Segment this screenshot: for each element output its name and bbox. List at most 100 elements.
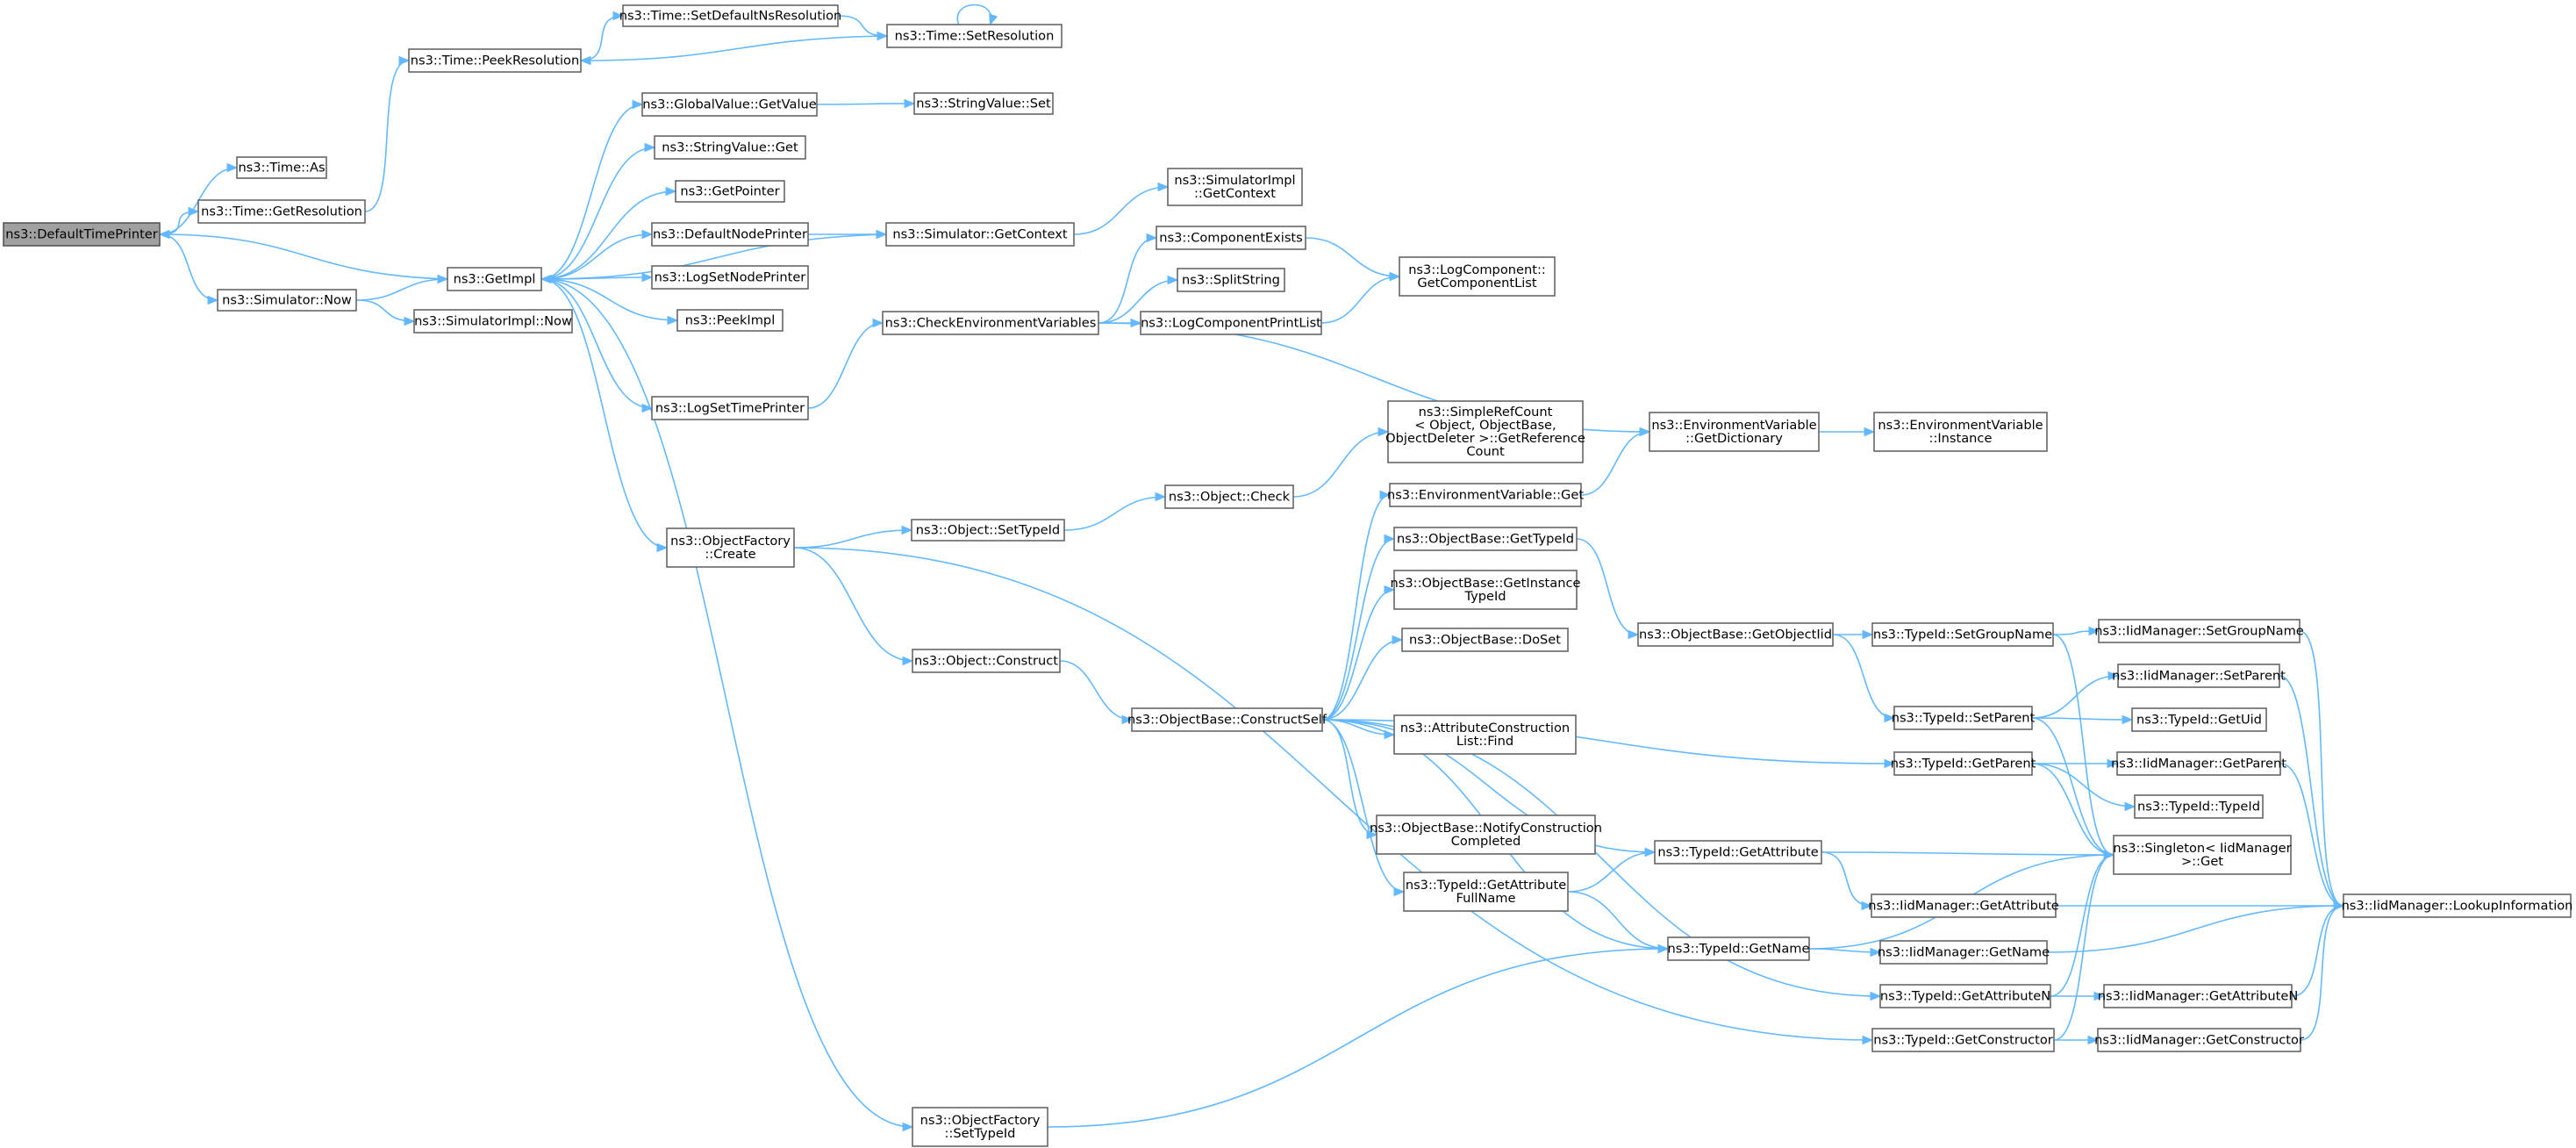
edge-line	[1821, 851, 2114, 856]
function-node[interactable]: ns3::Object::Check	[1164, 484, 1294, 509]
function-node[interactable]: ns3::EnvironmentVariable::GetDictionary	[1649, 412, 1820, 452]
function-node[interactable]: ns3::DefaultNodePrinter	[651, 222, 809, 247]
function-node[interactable]: ns3::ObjectBase::DoSet	[1401, 628, 1569, 652]
call-edge	[540, 229, 654, 280]
function-node[interactable]: ns3::LogSetTimePrinter	[651, 396, 809, 420]
node-label: ns3::TypeId::GetName	[1668, 942, 1810, 957]
function-node[interactable]: ns3::Simulator::Now	[217, 289, 357, 312]
function-node[interactable]: ns3::Time::As	[236, 156, 327, 179]
node-box	[641, 92, 818, 117]
call-edge	[540, 186, 677, 280]
node-box	[676, 309, 784, 332]
function-node[interactable]: ns3::ComponentExists	[1156, 226, 1306, 250]
function-node[interactable]: ns3::EnvironmentVariable::Instance	[1873, 412, 2048, 452]
function-node[interactable]: ns3::TypeId::GetName	[1667, 936, 1810, 961]
function-node[interactable]: ns3::IidManager::LookupInformation	[2342, 893, 2573, 918]
function-node[interactable]: ns3::CheckEnvironmentVariables	[882, 311, 1099, 335]
edge-arrowhead	[207, 295, 219, 305]
function-node[interactable]: ns3::LogComponentPrintList	[1140, 311, 1322, 335]
function-node[interactable]: ns3::PeekImpl	[676, 309, 784, 332]
call-edge	[1098, 233, 1158, 324]
function-node[interactable]: ns3::Singleton< IidManager>::Get	[2113, 835, 2292, 875]
function-node[interactable]: ns3::LogSetNodePrinter	[651, 265, 809, 290]
function-node[interactable]: ns3::IidManager::GetConstructor	[2094, 1028, 2304, 1052]
function-node[interactable]: ns3::IidManager::SetParent	[2112, 664, 2286, 688]
function-node[interactable]: ns3::LogComponent::GetComponentList	[1399, 256, 1556, 297]
function-node[interactable]: ns3::IidManager::GetAttribute	[1868, 893, 2059, 918]
node-box	[2343, 893, 2572, 918]
function-node[interactable]: ns3::Object::SetTypeId	[911, 519, 1065, 542]
function-node[interactable]: ns3::SimulatorImpl::GetContext	[1167, 168, 1303, 206]
call-edge	[2031, 714, 2134, 725]
root-node[interactable]: ns3::DefaultTimePrinter	[3, 222, 161, 247]
function-node[interactable]: ns3::ObjectBase::GetObjectIid	[1637, 622, 1834, 647]
function-node[interactable]: ns3::TypeId::GetAttribute	[1654, 840, 1822, 865]
edge-arrowhead	[1861, 900, 1873, 911]
edge-arrowhead	[1377, 427, 1390, 437]
function-node[interactable]: ns3::GetPointer	[675, 180, 785, 203]
edge-line	[1073, 186, 1169, 235]
function-node[interactable]: ns3::Time::PeekResolution	[408, 48, 582, 73]
function-node[interactable]: ns3::TypeId::GetParent	[1891, 751, 2036, 776]
node-label: ::GetDictionary	[1685, 431, 1783, 446]
function-node[interactable]: ns3::ObjectBase::GetTypeId	[1393, 527, 1578, 551]
node-label: ns3::IidManager::GetParent	[2111, 757, 2286, 771]
node-label: ns3::LogComponent::	[1408, 262, 1546, 277]
function-node[interactable]: ns3::IidManager::GetParent	[2111, 751, 2286, 776]
function-node[interactable]: ns3::TypeId::TypeId	[2134, 794, 2264, 819]
function-node[interactable]: ns3::IidManager::GetAttributeN	[2098, 984, 2299, 1008]
node-label: ns3::TypeId::GetUid	[2136, 713, 2262, 728]
edge-arrowhead	[158, 229, 170, 240]
function-node[interactable]: ns3::SimulatorImpl::Now	[413, 309, 573, 334]
node-box	[912, 649, 1061, 673]
edge-arrowhead	[1146, 233, 1158, 243]
node-label: ::GetContext	[1194, 186, 1276, 201]
node-label: ns3::IidManager::GetName	[1878, 945, 2050, 960]
function-node[interactable]: ns3::IidManager::GetName	[1878, 940, 2050, 965]
function-node[interactable]: ns3::Time::SetResolution	[886, 24, 1063, 48]
call-edge	[1321, 585, 1396, 721]
function-node[interactable]: ns3::TypeId::GetUid	[2131, 707, 2267, 732]
node-label: ns3::ObjectBase::DoSet	[1409, 633, 1561, 648]
function-node[interactable]: ns3::GlobalValue::GetValue	[641, 92, 818, 117]
function-node[interactable]: ns3::ObjectFactory::SetTypeId	[912, 1107, 1048, 1147]
function-node[interactable]: ns3::Time::GetResolution	[197, 199, 366, 224]
call-edge	[2291, 900, 2345, 997]
function-node[interactable]: ns3::Object::Construct	[912, 649, 1061, 673]
function-node[interactable]: ns3::StringValue::Get	[654, 135, 806, 160]
call-edge	[540, 278, 679, 326]
function-node[interactable]: ns3::TypeId::GetConstructor	[1871, 1028, 2055, 1052]
function-node[interactable]: ns3::Simulator::GetContext	[885, 222, 1075, 247]
edge-line	[1292, 431, 1389, 498]
function-node[interactable]: ns3::EnvironmentVariable::Get	[1387, 483, 1584, 507]
function-node[interactable]: ns3::ObjectBase::ConstructSelf	[1127, 707, 1327, 732]
node-box	[651, 396, 809, 420]
edge-arrowhead	[2088, 626, 2100, 636]
function-node[interactable]: ns3::GetImpl	[447, 267, 542, 291]
function-node[interactable]: ns3::StringValue::Set	[913, 92, 1054, 115]
edge-line	[956, 4, 992, 25]
function-node[interactable]: ns3::TypeId::GetAttributeN	[1879, 984, 2051, 1008]
node-box	[1156, 226, 1306, 250]
edge-line	[1063, 496, 1166, 531]
function-node[interactable]: ns3::SplitString	[1177, 268, 1285, 292]
function-node[interactable]: ns3::ObjectFactory::Create	[666, 527, 795, 568]
function-node[interactable]: ns3::TypeId::SetParent	[1892, 706, 2036, 730]
edge-arrowhead	[901, 525, 913, 535]
function-node[interactable]: ns3::Time::SetDefaultNsResolution	[619, 4, 842, 27]
edge-line	[1321, 719, 1405, 893]
call-edge	[2052, 634, 2115, 860]
edge-arrowhead	[1862, 629, 1874, 640]
function-node[interactable]: ns3::TypeId::SetGroupName	[1871, 622, 2054, 647]
function-node[interactable]: ns3::ObjectBase::NotifyConstructionCompl…	[1370, 814, 1602, 855]
call-edge	[158, 229, 448, 280]
function-node[interactable]: ns3::SimpleRefCount< Object, ObjectBase,…	[1385, 400, 1585, 463]
edge-line	[540, 147, 655, 280]
node-label: ns3::IidManager::SetGroupName	[2094, 624, 2304, 639]
function-node[interactable]: ns3::IidManager::SetGroupName	[2094, 619, 2304, 643]
edge-line	[1321, 589, 1395, 721]
